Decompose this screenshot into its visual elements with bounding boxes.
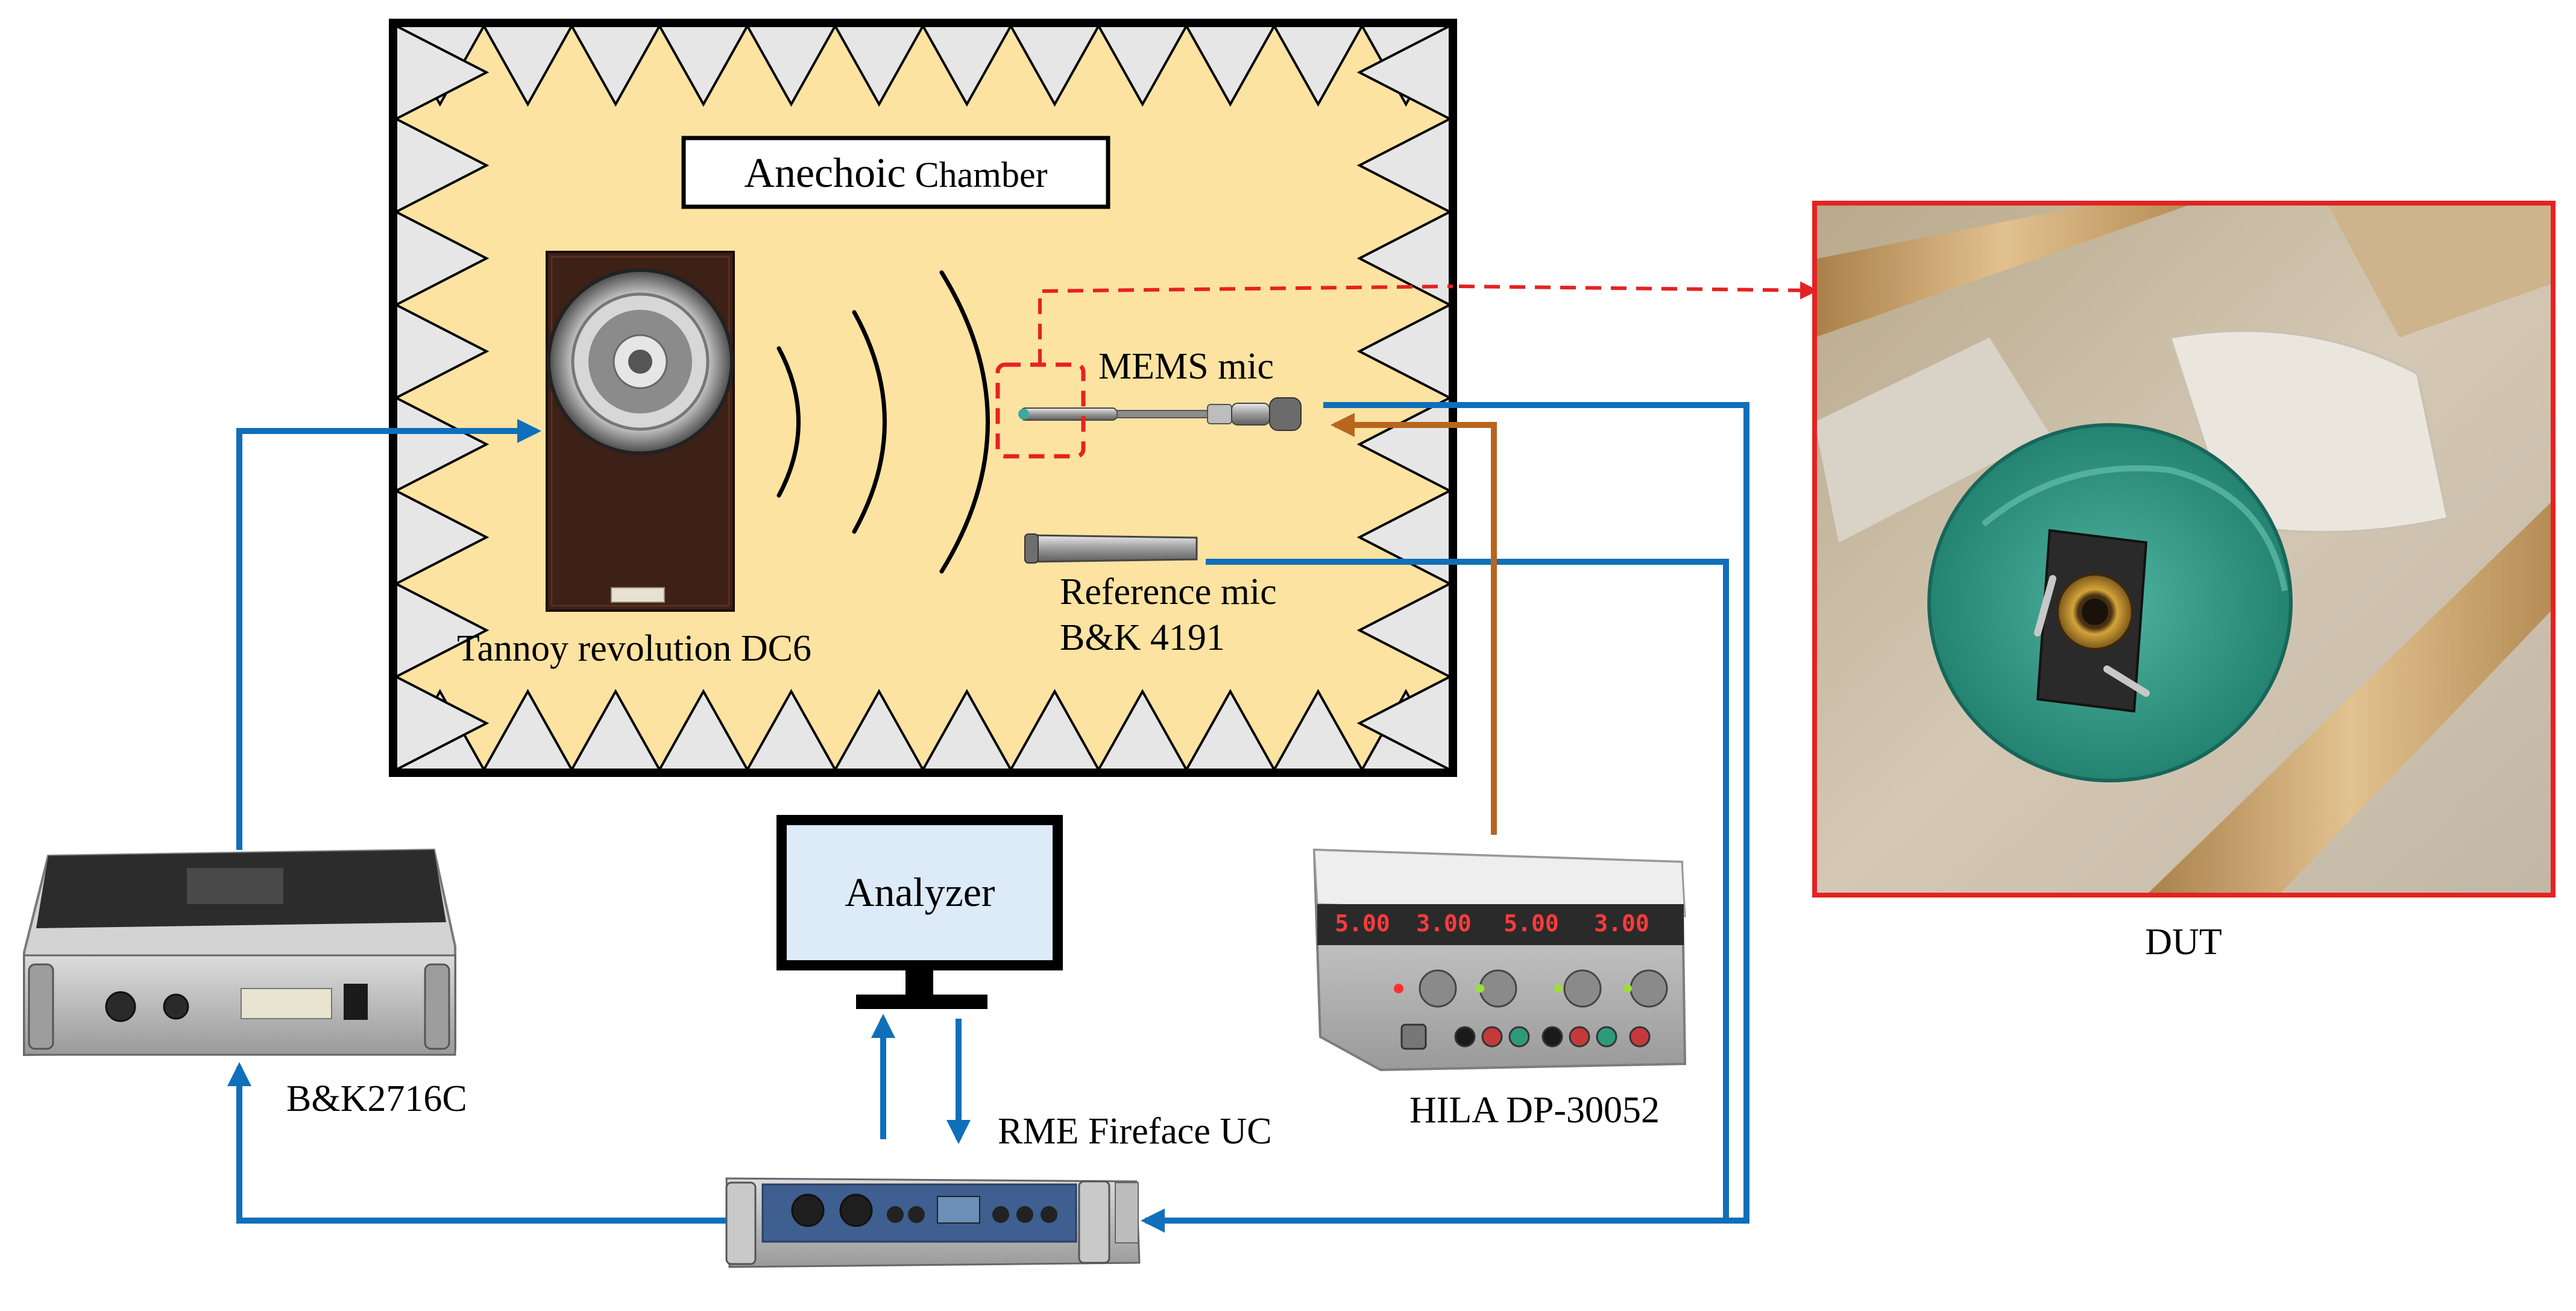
psu-display-3: 5.00: [1504, 910, 1559, 937]
absorber-wedge: [833, 688, 925, 771]
mems-mic-label: MEMS mic: [1098, 346, 1274, 387]
absorber-wedge: [569, 25, 662, 107]
absorber-wedge: [1009, 25, 1101, 107]
absorber-wedge: [395, 210, 490, 307]
absorber-wedge: [1356, 210, 1451, 307]
absorber-wedge: [395, 582, 490, 679]
absorber-wedge: [395, 674, 490, 772]
power-to-mems-line: [1331, 413, 1497, 835]
rme-to-amp-line: [227, 1062, 726, 1224]
dut-photo-frame: [1812, 201, 2556, 898]
bk-amplifier: [23, 848, 456, 1057]
absorber-wedge: [395, 303, 490, 400]
hila-power-supply: 5.00 3.00 5.00 3.00: [1312, 848, 1687, 1072]
psu-display-4: 3.00: [1594, 910, 1649, 937]
absorber-wedge: [395, 395, 490, 493]
psu-display-2: 3.00: [1416, 910, 1472, 937]
absorber-wedge: [395, 24, 490, 121]
absorber-wedge: [1009, 688, 1101, 771]
chamber-title: Anechoic Chamber: [744, 150, 1047, 196]
absorber-wedge: [1272, 25, 1364, 107]
absorber-wedge: [921, 688, 1013, 771]
speaker-label: Tannoy revolution DC6: [457, 628, 811, 669]
power-supply-label: HILA DP-30052: [1409, 1090, 1660, 1131]
absorber-wedge: [1356, 303, 1451, 400]
psu-display-1: 5.00: [1335, 910, 1390, 937]
absorber-wedge: [1356, 674, 1451, 772]
absorber-wedge: [657, 688, 750, 771]
absorber-wedge: [1184, 25, 1277, 107]
absorber-wedge: [745, 688, 837, 771]
tannoy-loudspeaker: [546, 251, 735, 612]
mems-to-rme-line: [1141, 402, 1749, 1233]
absorber-wedge: [1356, 395, 1451, 493]
analyzer-label: Analyzer: [845, 869, 995, 915]
absorber-wedge: [657, 25, 750, 107]
absorber-wedge: [1096, 688, 1189, 771]
dut-photo: [1812, 201, 2556, 898]
amplifier-label: B&K2716C: [286, 1078, 467, 1119]
absorber-wedge: [569, 688, 662, 771]
absorber-wedge: [921, 25, 1013, 107]
audio-interface-label: RME Fireface UC: [998, 1111, 1272, 1152]
absorber-wedge: [395, 488, 490, 586]
chamber-title-box: [681, 136, 1110, 209]
absorber-wedge: [1356, 24, 1451, 121]
rme-fireface: [725, 1177, 1141, 1268]
signal-connections: [227, 402, 1749, 1233]
amp-to-speaker-line: [236, 419, 541, 850]
absorber-wedges: [394, 24, 1452, 772]
reference-mic-label-line1: Reference mic: [1060, 571, 1277, 612]
absorber-wedge: [1356, 116, 1451, 214]
refmic-to-rme-line: [1206, 559, 1729, 1221]
absorber-wedge: [745, 25, 837, 107]
sound-waves: [776, 270, 990, 574]
reference-mic: [1024, 533, 1198, 564]
reference-mic-label-line2: B&K 4191: [1060, 617, 1225, 658]
mems-mic-probe: [1018, 397, 1302, 431]
absorber-wedge: [1184, 688, 1277, 771]
dut-callout-arrow: [1458, 281, 1818, 300]
absorber-wedge: [482, 688, 574, 771]
absorber-wedge: [395, 116, 490, 214]
absorber-wedge: [1096, 25, 1189, 107]
absorber-wedge: [1272, 688, 1364, 771]
absorber-wedge: [833, 25, 925, 107]
absorber-wedge: [1356, 582, 1451, 679]
analyzer-monitor: [776, 815, 1063, 1009]
dut-label: DUT: [2145, 922, 2222, 963]
absorber-wedge: [482, 25, 574, 107]
